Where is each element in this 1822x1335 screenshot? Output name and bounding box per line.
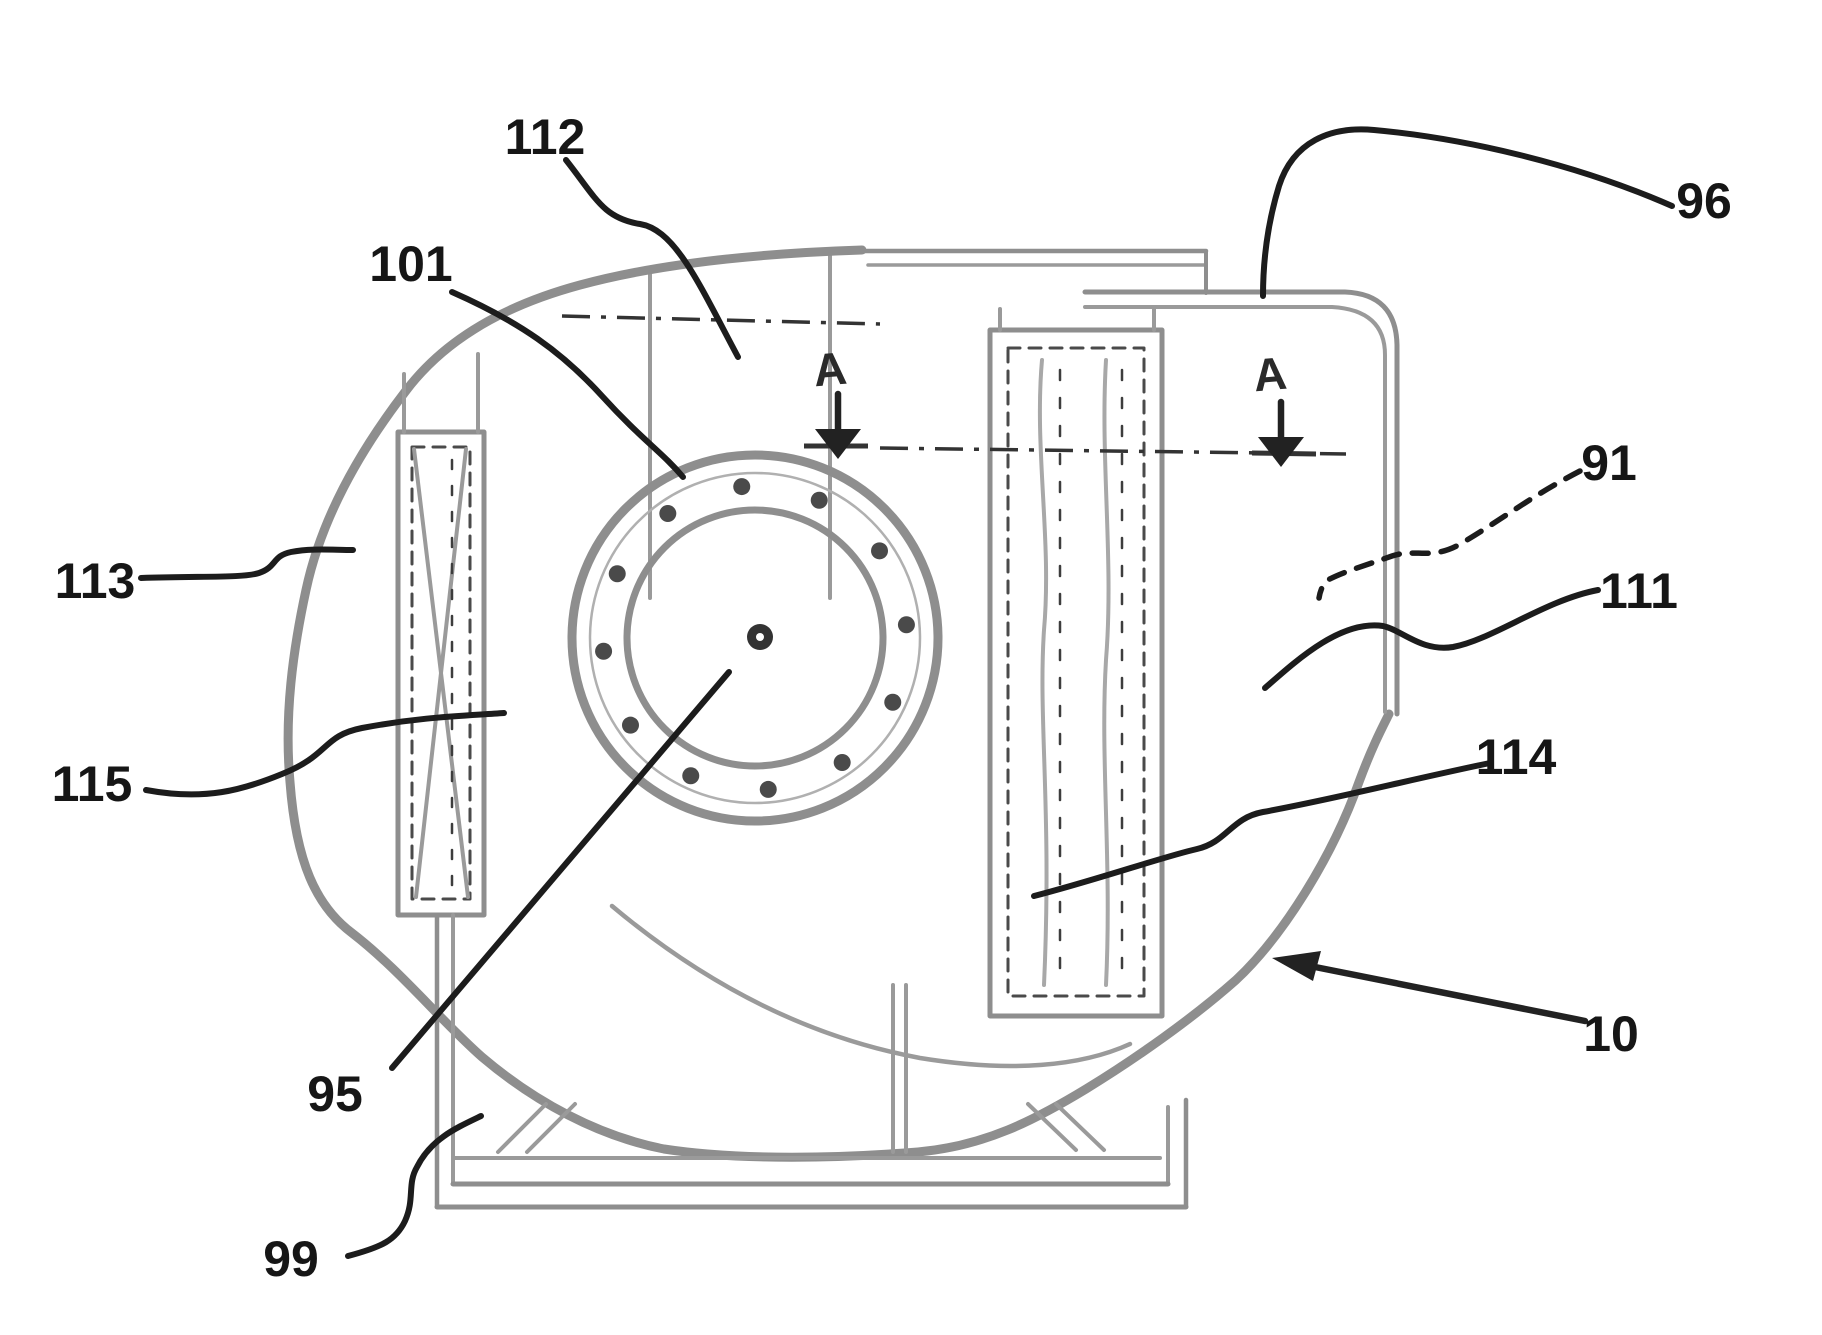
leader-95 [389, 669, 732, 1071]
right-rack-wavy-1 [1037, 358, 1049, 987]
bolt-hole [884, 693, 902, 711]
bolt-hole [759, 780, 777, 798]
leader-111 [1262, 587, 1601, 691]
bolt-hole [810, 491, 828, 509]
hub-pin [756, 633, 764, 641]
frame-gusset-4 [1026, 1102, 1078, 1152]
right-rack-wavy-2 [1102, 358, 1111, 987]
leader-99 [345, 1113, 484, 1259]
left-rack-diagonal-2 [414, 447, 468, 899]
10-arrow-head [1272, 951, 1321, 981]
bolt-hole [621, 716, 639, 734]
bolt-hole [659, 504, 677, 522]
ref-label-115: 115 [52, 756, 133, 812]
ref-label-112: 112 [505, 109, 586, 165]
flange-ring-circle [588, 471, 922, 805]
back-plate-outer [1082, 289, 1400, 717]
section-arrow-left-head [815, 429, 861, 459]
bolt-hole [897, 616, 915, 634]
leader-96 [1260, 126, 1675, 299]
leader-113 [138, 546, 356, 581]
section-arrow-right-head [1258, 437, 1304, 467]
leader-114 [1031, 760, 1493, 899]
ref-label-99: 99 [263, 1231, 319, 1287]
ref-label-101: 101 [369, 236, 452, 292]
ref-label-114: 114 [1476, 729, 1557, 785]
frame-gusset-1 [496, 1102, 548, 1154]
bolt-hole [833, 754, 851, 772]
right-rack-inner-dashed [1006, 346, 1146, 998]
ref-label-113: 113 [55, 553, 136, 609]
ref-label-111: 111 [1600, 563, 1678, 619]
right-rack-outer [987, 327, 1165, 1019]
leader-91 [1316, 468, 1583, 601]
left-rack-inner-dashed [410, 445, 472, 901]
left-rack-outer [395, 429, 487, 918]
bolt-hole [871, 542, 889, 560]
bolt-hole [682, 767, 700, 785]
bolt-hole [595, 642, 613, 660]
bolt-hole [608, 565, 626, 583]
back-plate-inner [1083, 305, 1387, 714]
ref-label-91: 91 [1581, 435, 1637, 491]
ref-label-10: 10 [1583, 1006, 1639, 1062]
section-a-left-letter: A [811, 342, 849, 397]
frame-gusset-2 [525, 1102, 577, 1154]
flange-outer-circle [567, 450, 943, 826]
leader-112 [563, 157, 741, 360]
section-a-right-letter: A [1251, 347, 1289, 402]
leader-101 [449, 289, 686, 480]
housing-outline [283, 245, 1394, 1162]
10-arrow-shaft [1296, 960, 1589, 1025]
leader-115 [143, 710, 507, 798]
frame-gusset-3 [1054, 1102, 1106, 1152]
bolt-hole [733, 478, 751, 496]
ref-label-95: 95 [307, 1066, 363, 1122]
flange-opening-circle [623, 506, 887, 770]
ref-label-96: 96 [1676, 173, 1732, 229]
volute-inner-wall [609, 903, 1133, 1069]
